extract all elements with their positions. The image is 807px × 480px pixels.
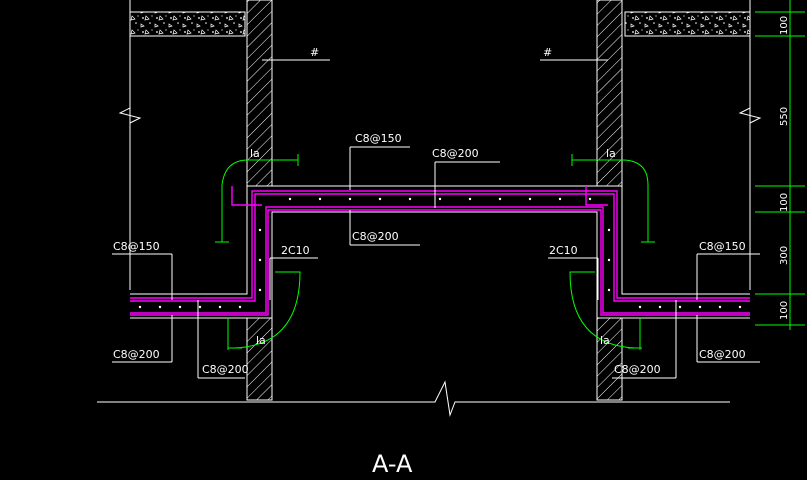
label-right-la-bottom: la <box>600 334 610 347</box>
label-left-2c10: 2C10 <box>281 244 310 257</box>
rebar-lines <box>130 186 750 316</box>
top-slab-right <box>624 11 751 37</box>
label-left-wall-bar: C8@200 <box>202 363 249 376</box>
dimension-chain[interactable] <box>755 0 805 330</box>
dim-text-2: 550 <box>779 107 790 126</box>
rebar-dots <box>138 197 742 309</box>
label-right-wall-bar: C8@200 <box>614 363 661 376</box>
la-dimension-lines[interactable] <box>215 154 655 350</box>
label-left-la-bottom: la <box>256 334 266 347</box>
left-wall <box>246 0 273 401</box>
right-wall <box>596 0 623 401</box>
dim-text-1: 100 <box>779 16 790 35</box>
label-bottom-rebar: C8@200 <box>432 147 479 160</box>
label-right-slab-bottom: C8@200 <box>699 348 746 361</box>
label-left-la-top: la <box>250 147 260 160</box>
ground-line <box>97 380 730 417</box>
label-left-wall-mark: # <box>310 46 319 59</box>
dim-text-5: 100 <box>779 301 790 320</box>
label-top-rebar: C8@150 <box>355 132 402 145</box>
label-right-2c10: 2C10 <box>549 244 578 257</box>
outer-wall-lines <box>118 0 762 290</box>
label-left-slab-bottom: C8@200 <box>113 348 160 361</box>
section-title: A-A <box>372 450 413 478</box>
label-left-slab-top: C8@150 <box>113 240 160 253</box>
label-right-la-top: la <box>606 147 616 160</box>
dim-text-3: 100 <box>779 193 790 212</box>
top-slab-left <box>129 11 246 37</box>
label-right-wall-mark: # <box>543 46 552 59</box>
leader-lines <box>112 59 760 379</box>
label-right-slab-top: C8@150 <box>699 240 746 253</box>
dim-text-4: 300 <box>779 246 790 265</box>
label-inner-rebar: C8@200 <box>352 230 399 243</box>
